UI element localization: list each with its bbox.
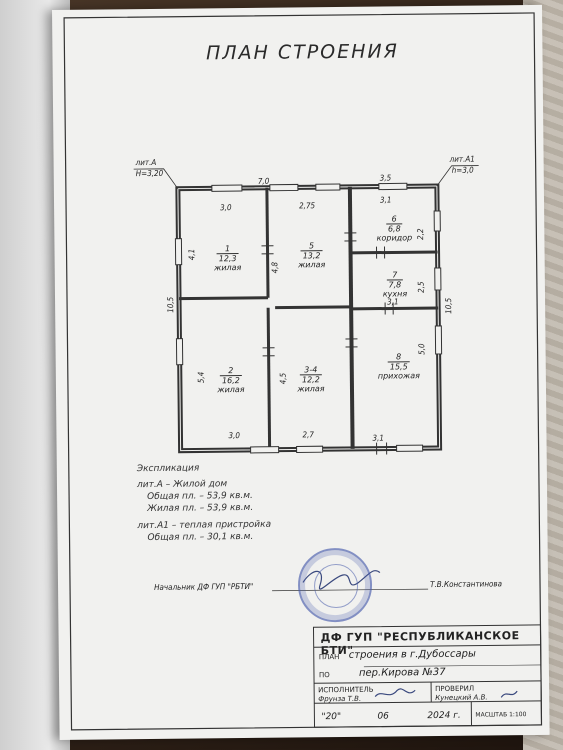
room-area: 15,5: [387, 361, 410, 372]
title-block-plan-label: ПЛАН: [318, 653, 340, 662]
explication-heading: Экспликация: [136, 463, 200, 475]
room-7: 7 7,8 кухня: [367, 270, 423, 299]
title-block-day: "20": [321, 712, 342, 723]
dim-top-a: 7,0: [257, 176, 270, 186]
lit-a-height: H=3,20: [135, 168, 164, 179]
room-area: 12,3: [216, 253, 239, 264]
title-block-po-label: ПО: [318, 671, 330, 680]
room-8: 8 15,5 прихожая: [370, 352, 428, 381]
room-name: жилая: [298, 260, 326, 270]
room-area: 7,8: [386, 279, 404, 290]
explication-a1-title: лит.А1 – теплая пристройка: [137, 519, 272, 531]
signature-name: Т.В.Константинова: [429, 579, 503, 590]
title-block-executor-name: Фрунза Т.В.: [318, 694, 362, 704]
room-name: прихожая: [377, 371, 420, 381]
title-block-month: 06: [377, 711, 389, 722]
dim-r5-w: 2,75: [299, 201, 316, 211]
explication-a-living: Жилая пл. – 53,9 кв.м.: [147, 503, 254, 515]
title-block-checked-label: ПРОВЕРИЛ: [435, 684, 475, 694]
room-number: 7: [392, 270, 398, 280]
official-stamp: [297, 547, 373, 623]
dim-r5-h: 4,8: [270, 261, 280, 274]
title-block-plan-value: строения в г.Дубоссары: [348, 648, 476, 661]
room-1: 1 12,3 жилая: [202, 244, 252, 273]
room-name: жилая: [297, 384, 325, 394]
page-title: ПЛАН СТРОЕНИЯ: [205, 40, 400, 65]
room-name: жилая: [217, 385, 245, 395]
room-name: кухня: [382, 289, 408, 299]
room-area: 6,8: [385, 223, 403, 234]
dim-r1-w: 3,0: [220, 203, 232, 213]
room-6: 6 6,8 коридор: [366, 214, 422, 243]
title-block-scale: МАСШТАБ 1:100: [475, 711, 527, 719]
floor-plan-drawing: [63, 12, 543, 731]
explication: Экспликация лит.А – Жилой дом Общая пл. …: [137, 462, 272, 544]
dim-top-a1: 3,5: [379, 173, 392, 183]
room-name: коридор: [376, 233, 413, 243]
dim-r8-w: 3,1: [372, 433, 385, 443]
room-area: 13,2: [300, 250, 323, 261]
room-5: 5 13,2 жилая: [286, 241, 336, 270]
dim-r2-w: 3,0: [228, 431, 240, 441]
room-number: 2: [228, 366, 234, 376]
explication-a1-total: Общая пл. – 30,1 кв.м.: [147, 531, 254, 543]
dim-r34-w: 2,7: [302, 430, 314, 440]
title-block-po-value: пер.Кирова №37: [358, 666, 446, 679]
room-number: 1: [224, 244, 231, 254]
title-block-year: 2024 г.: [427, 710, 461, 722]
room-area: 16,2: [219, 375, 242, 386]
document-sheet: ПЛАН СТРОЕНИЯ лит.А H=3,20 лит.А1 h=3,0 …: [52, 4, 550, 740]
dim-r6-w: 3,1: [379, 195, 392, 205]
dim-r2-h: 5,4: [196, 371, 206, 384]
room-area: 12,2: [299, 374, 322, 385]
title-block-checked-name: Кунецкий А.В.: [435, 693, 488, 703]
room-number: 6: [391, 214, 397, 224]
room-2: 2 16,2 жилая: [206, 366, 256, 395]
lit-a1-height: h=3,0: [451, 165, 474, 175]
dim-r1-h: 4,1: [187, 248, 197, 261]
dim-left: 10,5: [166, 296, 176, 313]
room-number: 5: [308, 241, 315, 251]
room-number: 8: [396, 352, 402, 362]
lit-a-label: лит.А: [135, 157, 157, 168]
signature-role: Начальник ДФ ГУП "РБТИ": [154, 581, 254, 592]
dim-right: 10,5: [444, 297, 454, 314]
dim-r7-w: 3,1: [387, 297, 399, 307]
title-block-executor-label: ИСПОЛНИТЕЛЬ: [318, 685, 374, 695]
lit-a1-label: лит.А1: [449, 154, 475, 164]
room-3-4: 3-4 12,2 жилая: [286, 365, 336, 394]
room-number: 3-4: [304, 365, 318, 375]
room-name: жилая: [214, 263, 242, 273]
